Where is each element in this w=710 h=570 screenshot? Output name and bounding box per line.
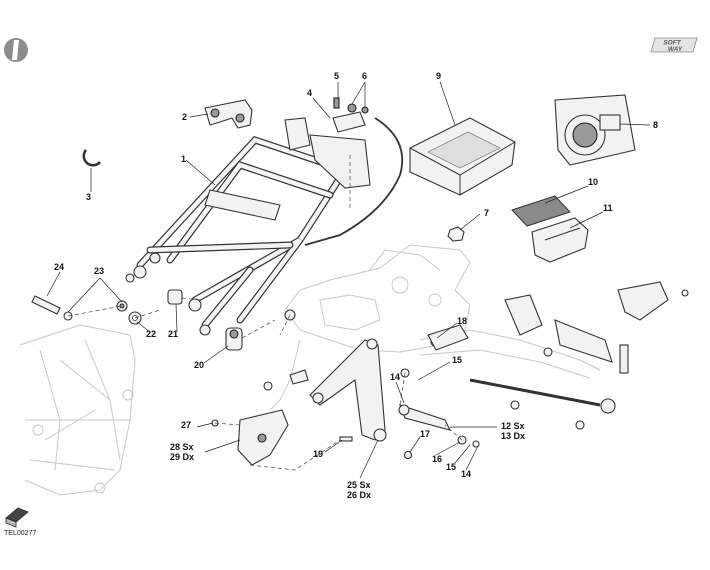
callout-29: 29 Dx bbox=[170, 452, 194, 462]
washer-23 bbox=[116, 300, 128, 312]
tray-part bbox=[409, 117, 516, 196]
callout-27: 27 bbox=[181, 420, 191, 430]
callout-15-upper: 15 bbox=[452, 355, 462, 365]
callout-8: 8 bbox=[653, 120, 658, 130]
callout-23: 23 bbox=[94, 266, 104, 276]
callout-7: 7 bbox=[484, 208, 489, 218]
cable-bracket-part bbox=[304, 97, 404, 246]
callout-4: 4 bbox=[307, 88, 312, 98]
callout-12: 12 Sx bbox=[501, 421, 525, 431]
pouch-part bbox=[531, 217, 589, 263]
leader-lines bbox=[46, 81, 651, 479]
callout-labels: 1 2 3 4 5 6 7 8 9 10 11 12 Sx 13 Dx 14 1… bbox=[54, 71, 658, 500]
footpeg bbox=[398, 404, 480, 448]
callout-9: 9 bbox=[436, 71, 441, 81]
drawing-code: TEL00277 bbox=[4, 530, 36, 537]
hardware-group bbox=[263, 309, 469, 460]
callout-1: 1 bbox=[181, 154, 186, 164]
section-badge-icon bbox=[4, 38, 28, 62]
callout-28: 28 Sx bbox=[170, 442, 194, 452]
callout-22: 22 bbox=[146, 329, 156, 339]
assembly-lines bbox=[67, 155, 463, 471]
callout-5: 5 bbox=[334, 71, 339, 81]
ring-clip-part bbox=[82, 149, 101, 167]
callout-2: 2 bbox=[182, 112, 187, 122]
callout-19: 19 bbox=[313, 449, 323, 459]
callout-14-upper: 14 bbox=[390, 372, 400, 382]
lock-housing-part bbox=[554, 94, 636, 166]
callout-16: 16 bbox=[432, 454, 442, 464]
callout-10: 10 bbox=[588, 177, 598, 187]
rear-brake-linkage bbox=[469, 281, 689, 430]
callout-13: 13 Dx bbox=[501, 431, 525, 441]
callout-11: 11 bbox=[603, 203, 613, 213]
mount-bolt-24 bbox=[31, 295, 73, 321]
manual-book-icon bbox=[5, 507, 29, 528]
brand-logo-line1: SOFT bbox=[663, 40, 681, 47]
callout-14-lower: 14 bbox=[461, 469, 471, 479]
callout-3: 3 bbox=[86, 192, 91, 202]
callout-15-lower: 15 bbox=[446, 462, 456, 472]
callout-6: 6 bbox=[362, 71, 367, 81]
callout-17: 17 bbox=[420, 429, 430, 439]
front-frame-ghost bbox=[19, 324, 136, 496]
callout-20: 20 bbox=[194, 360, 204, 370]
callout-21: 21 bbox=[168, 329, 178, 339]
brand-logo: SOFT WAY bbox=[650, 37, 698, 53]
callout-25: 25 Sx bbox=[347, 480, 371, 490]
clamp-part bbox=[204, 99, 253, 129]
callout-24: 24 bbox=[54, 262, 64, 272]
callout-18: 18 bbox=[457, 316, 467, 326]
callout-26: 26 Dx bbox=[347, 490, 371, 500]
document-plate-part bbox=[511, 195, 571, 227]
spacer-21 bbox=[167, 289, 183, 305]
rear-subframe bbox=[125, 117, 371, 336]
footpeg-hanger bbox=[309, 338, 387, 442]
heel-guard bbox=[211, 409, 289, 466]
brand-logo-line2: WAY bbox=[668, 46, 683, 53]
nut-part-7 bbox=[447, 226, 465, 242]
bushing-20 bbox=[225, 327, 243, 351]
